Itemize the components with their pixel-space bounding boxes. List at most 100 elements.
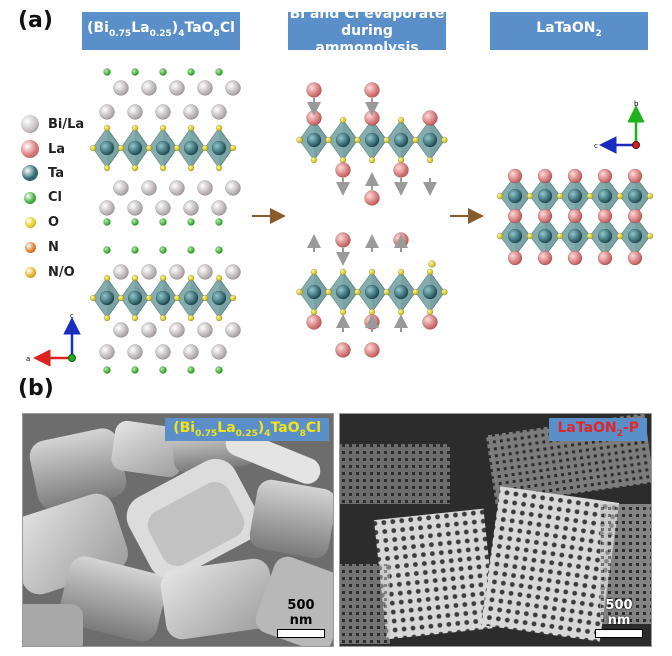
o-atom <box>339 116 347 124</box>
o-atom <box>325 288 332 296</box>
bi-la-atom <box>225 322 241 338</box>
ta-atom <box>537 228 553 244</box>
bi-la-atom <box>225 80 241 96</box>
ta-atom <box>183 140 199 156</box>
header-precursor: (Bi0.75La0.25)4TaO8Cl <box>82 12 240 50</box>
o-atom <box>354 136 361 144</box>
bi-la-atom <box>211 344 227 360</box>
la-atom <box>335 232 351 248</box>
scale-bar-product-line <box>595 629 643 638</box>
o-atom <box>426 308 434 316</box>
legend-label: Bi/La <box>48 116 85 132</box>
o-atom <box>616 192 624 200</box>
bi-la-atom <box>141 80 157 96</box>
legend-label: Cl <box>48 190 62 205</box>
panel-a-label: (a) <box>18 8 53 33</box>
o-atom <box>368 308 376 316</box>
legend-item-o: O <box>20 215 59 230</box>
o-atom <box>187 314 195 322</box>
cl-atom <box>159 246 167 254</box>
ta-atom <box>422 284 438 300</box>
la-atom <box>597 168 613 184</box>
bi-la-atom <box>127 104 143 120</box>
panel-b-label: (b) <box>18 376 54 401</box>
octahedron-face <box>299 272 314 312</box>
legend-swatch <box>24 191 36 204</box>
ta-atom <box>507 228 523 244</box>
cl-atom <box>131 218 139 226</box>
la-atom <box>597 208 613 224</box>
ta-atom <box>364 284 380 300</box>
bi-la-atom <box>197 180 213 196</box>
o-atom <box>187 274 195 282</box>
o-atom <box>496 192 504 200</box>
bi-la-atom <box>155 200 171 216</box>
ta-atom <box>627 188 643 204</box>
o-atom <box>187 124 195 132</box>
o-atom <box>397 268 405 276</box>
o-atom <box>368 156 376 164</box>
legend-label: O <box>48 215 60 230</box>
bi-la-atom <box>183 344 199 360</box>
o-atom <box>368 268 376 276</box>
scale-bar-precursor: 500 nm <box>277 598 325 638</box>
la-atom <box>306 314 322 330</box>
octahedron-face <box>560 176 575 216</box>
cl-atom <box>103 68 111 76</box>
sem-tag-precursor-formula: (Bi0.75La0.25)4TaO8Cl <box>173 420 321 439</box>
scale-bar-precursor-label: 500 nm <box>287 598 315 628</box>
bi-la-atom <box>155 344 171 360</box>
la-atom <box>422 314 438 330</box>
o-atom <box>412 136 419 144</box>
bi-la-atom <box>169 322 185 338</box>
o-atom <box>339 156 347 164</box>
bi-la-atom <box>113 264 129 280</box>
o-atom <box>441 136 448 144</box>
axes-indicator-left: c a <box>26 312 81 367</box>
ta-atom <box>597 228 613 244</box>
bi-la-atom <box>211 104 227 120</box>
o-atom <box>215 274 223 282</box>
o-atom <box>103 164 111 172</box>
cl-atom <box>103 246 111 254</box>
cl-atom <box>131 246 139 254</box>
bi-la-atom <box>127 200 143 216</box>
cl-atom <box>159 218 167 226</box>
o-atom <box>426 156 434 164</box>
ta-atom <box>335 284 351 300</box>
octahedron-face <box>299 120 314 160</box>
la-atom <box>306 110 322 126</box>
scale-bar-product-label: 500 nm <box>605 598 633 628</box>
la-atom <box>537 250 553 266</box>
o-atom <box>310 308 318 316</box>
o-atom <box>215 314 223 322</box>
legend-swatch <box>24 242 36 253</box>
bi-la-atom <box>127 344 143 360</box>
o-atom <box>145 144 153 152</box>
product-structure <box>496 168 654 266</box>
o-atom <box>201 294 209 302</box>
bi-la-atom <box>169 80 185 96</box>
ta-atom <box>335 132 351 148</box>
bi-la-atom <box>141 180 157 196</box>
o-atom <box>159 314 167 322</box>
o-atom <box>103 124 111 132</box>
bi-la-atom <box>99 104 115 120</box>
ta-atom <box>99 290 115 306</box>
o-atom <box>159 124 167 132</box>
octahedron-face <box>500 216 515 256</box>
la-atom <box>567 168 583 184</box>
o-atom <box>496 232 504 240</box>
octahedron-face <box>590 176 605 216</box>
o-atom <box>145 294 153 302</box>
bi-la-atom <box>197 264 213 280</box>
axis-a-label-left: a <box>26 355 30 363</box>
octahedron-face <box>357 272 372 312</box>
octahedron-face <box>530 176 545 216</box>
ta-atom <box>627 228 643 244</box>
octahedron-face <box>386 272 401 312</box>
legend-swatch <box>22 165 38 181</box>
cl-atom <box>187 246 195 254</box>
la-atom <box>306 82 322 98</box>
la-atom <box>364 82 380 98</box>
